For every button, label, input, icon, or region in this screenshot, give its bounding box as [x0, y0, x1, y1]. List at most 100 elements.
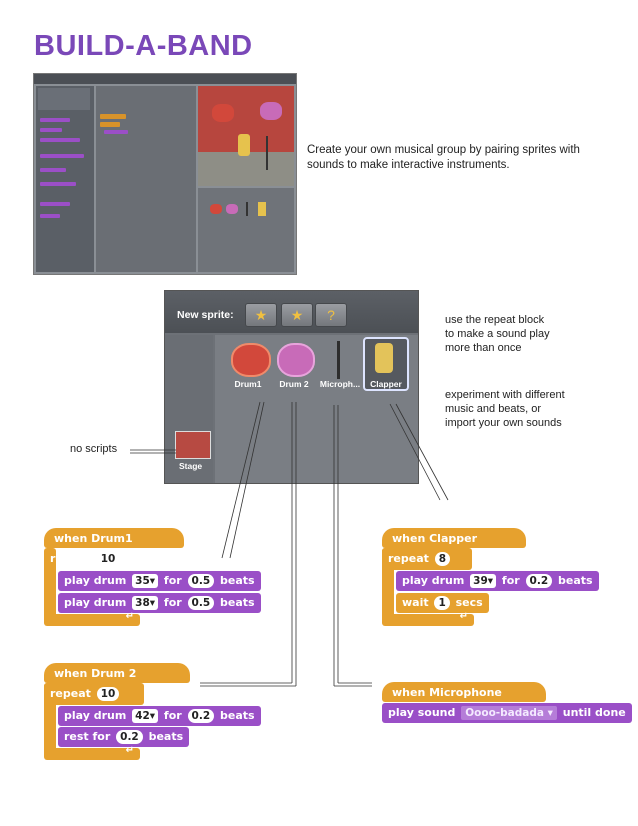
category-buttons — [38, 88, 90, 110]
repeat-count-input[interactable]: 10 — [96, 687, 120, 701]
note-experiment-line: experiment with different — [445, 389, 565, 401]
loop-arrow-icon: ↵ — [459, 611, 468, 622]
sprite-label-drum1: Drum1 — [234, 379, 262, 389]
secs-label: secs — [455, 596, 483, 609]
clapper-thumb-icon — [258, 202, 266, 216]
repeat-c-arm — [44, 548, 56, 620]
drum-dropdown[interactable]: 38▾ — [132, 596, 159, 610]
sprite-panel: New sprite: ★ ★ ? Stage Drum1 Drum 2 Mic… — [164, 290, 419, 484]
drum-dropdown[interactable]: 42▾ — [132, 709, 159, 723]
stage-thumbnail[interactable] — [175, 431, 211, 459]
repeat-count-input[interactable]: 8 — [434, 552, 451, 566]
play-drum-block[interactable]: play drum 35▾ for 0.5 beats — [58, 571, 261, 591]
drum-value: 39 — [473, 575, 488, 587]
palette-block — [40, 138, 80, 142]
repeat-block-clapper[interactable]: repeat 8 — [388, 552, 452, 566]
play-drum-label: play drum — [64, 574, 127, 587]
repeat-footer: ↵ — [44, 745, 140, 760]
beats-label: beats — [220, 596, 255, 609]
beats-input[interactable]: 0.2 — [116, 730, 143, 744]
palette-block — [40, 168, 66, 172]
hat-when-drum1-clicked[interactable]: when Drum1 clicked — [44, 528, 184, 567]
sprite-label-drum2: Drum 2 — [279, 379, 309, 389]
drum1-thumb-icon — [210, 204, 222, 214]
drum1-icon[interactable] — [231, 343, 271, 377]
beats-label: beats — [220, 574, 255, 587]
for-label: for — [501, 574, 520, 587]
play-drum-label: play drum — [64, 709, 127, 722]
play-sound-label: play sound — [388, 706, 456, 719]
play-drum-block[interactable]: play drum 42▾ for 0.2 beats — [58, 706, 261, 726]
sound-value: Oooo-badada — [465, 707, 544, 719]
palette-block — [40, 202, 70, 206]
note-repeat-line: to make a sound play — [445, 328, 550, 340]
sprite-label-microphone: Microph... — [319, 379, 361, 389]
palette-block — [40, 118, 70, 122]
paint-sprite-button[interactable]: ★ — [245, 303, 277, 327]
repeat-label: repeat — [50, 687, 91, 700]
clapper-icon — [238, 134, 250, 156]
drum2-icon[interactable] — [277, 343, 315, 377]
beats-input[interactable]: 0.2 — [525, 574, 553, 588]
script-block — [100, 122, 120, 127]
beats-input[interactable]: 0.5 — [187, 574, 215, 588]
note-experiment-line: import your own sounds — [445, 417, 562, 429]
repeat-block-drum2[interactable]: repeat 10 — [50, 687, 121, 701]
drum2-thumb-icon — [226, 204, 238, 214]
wait-seconds-input[interactable]: 1 — [434, 596, 450, 610]
rest-for-label: rest for — [64, 730, 111, 743]
page-title: BUILD-A-BAND — [34, 30, 253, 62]
beats-label: beats — [220, 709, 255, 722]
play-drum-label: play drum — [402, 574, 465, 587]
rest-for-block[interactable]: rest for 0.2 beats — [58, 727, 190, 747]
for-label: for — [163, 709, 182, 722]
note-repeat-line: use the repeat block — [445, 314, 545, 326]
beats-input[interactable]: 0.5 — [187, 596, 215, 610]
stage-floor — [198, 152, 294, 186]
sprite-label-clapper: Clapper — [370, 379, 402, 389]
note-experiment-line: music and beats, or — [445, 403, 541, 415]
microphone-thumb-icon — [246, 202, 248, 216]
repeat-footer: ↵ — [382, 611, 474, 626]
script-block — [100, 114, 126, 119]
note-repeat: use the repeat block to make a sound pla… — [445, 313, 550, 355]
drum-value: 35 — [135, 575, 150, 587]
hat-when-clapper-clicked[interactable]: when Clapper clicked — [382, 528, 526, 567]
repeat-header — [382, 548, 472, 570]
repeat-label: repeat — [388, 552, 429, 565]
repeat-footer: ↵ — [44, 611, 140, 626]
beats-input[interactable]: 0.2 — [187, 709, 215, 723]
beats-label: beats — [148, 730, 184, 743]
scratch-window-screenshot — [33, 73, 297, 275]
play-drum-label: play drum — [64, 596, 127, 609]
repeat-label: repeat — [50, 552, 91, 565]
note-no-scripts: no scripts — [70, 443, 118, 455]
repeat-block-drum1[interactable]: repeat 10 — [50, 552, 121, 566]
play-drum-block[interactable]: play drum 38▾ for 0.5 beats — [58, 593, 261, 613]
drum-dropdown[interactable]: 35▾ — [132, 574, 159, 588]
hat-when-microphone-clicked[interactable]: when Microphone clicked — [382, 682, 546, 721]
random-sprite-button[interactable]: ? — [315, 303, 347, 327]
play-drum-block[interactable]: play drum 39▾ for 0.2 beats — [396, 571, 599, 591]
note-experiment: experiment with different music and beat… — [445, 388, 565, 430]
repeat-count-input[interactable]: 10 — [96, 552, 120, 566]
for-label: for — [163, 574, 182, 587]
play-sound-until-done-block[interactable]: play sound Oooo-badada ▾ until done — [382, 703, 632, 723]
hat-when-drum2-clicked[interactable]: when Drum 2 clicked — [44, 663, 190, 702]
wait-label: wait — [402, 596, 429, 609]
drum-value: 42 — [135, 710, 150, 722]
drum-dropdown[interactable]: 39▾ — [470, 574, 497, 588]
open-sprite-button[interactable]: ★ — [281, 303, 313, 327]
new-sprite-label: New sprite: — [177, 309, 234, 321]
drum1-icon — [212, 104, 234, 122]
microphone-icon — [266, 136, 268, 170]
microphone-icon[interactable] — [337, 341, 340, 379]
for-label: for — [163, 596, 182, 609]
wait-block[interactable]: wait 1 secs — [396, 593, 489, 613]
menu-bar — [34, 74, 296, 84]
block-palette — [36, 86, 94, 272]
loop-arrow-icon: ↵ — [125, 745, 134, 756]
palette-block — [40, 182, 76, 186]
sound-dropdown[interactable]: Oooo-badada ▾ — [461, 706, 557, 720]
